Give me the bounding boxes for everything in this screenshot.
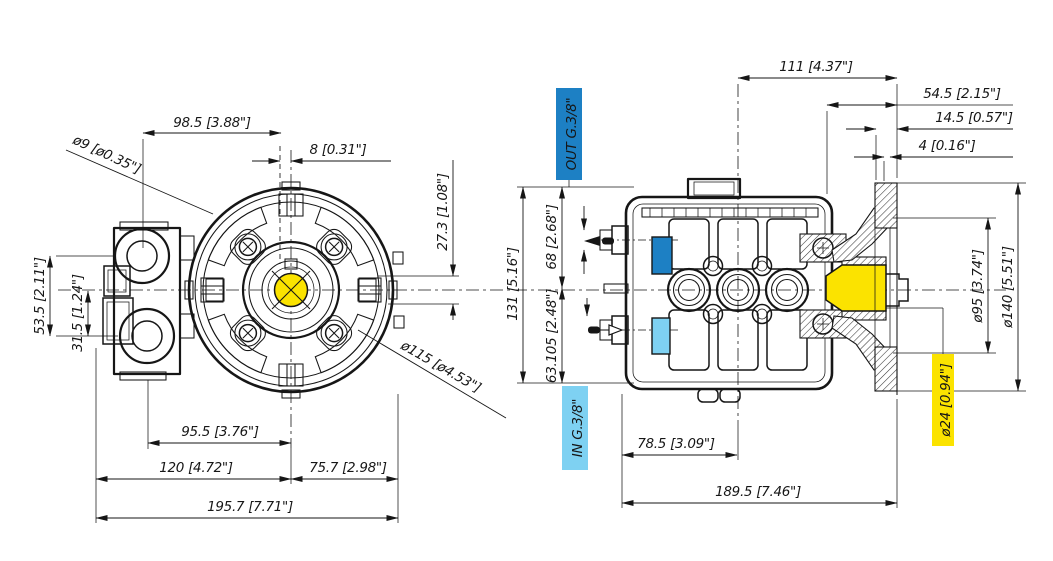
out-port-highlight-strip — [556, 88, 582, 180]
dim-front-shaft-height: 27.3 [1.08"] — [378, 160, 459, 320]
side-view — [581, 177, 909, 403]
side-flange — [831, 182, 898, 395]
dim-side-center-to-top: 68 [2.68"] — [544, 186, 565, 289]
dim-text-shaft-height: 27.3 [1.08"] — [435, 173, 451, 251]
label-shaft-dia: ø24 [0.94"] — [886, 307, 954, 446]
side-out-port-highlight — [651, 236, 673, 275]
front-view — [102, 181, 405, 399]
dim-side-total-height: 131 [5.16"] — [505, 186, 634, 384]
dim-text-pilot-dia: ø95 [3.74"] — [970, 249, 986, 323]
front-port-top — [113, 227, 171, 285]
dim-text-flange-depth: 14.5 [0.57"] — [935, 110, 1013, 126]
dim-side-flange-lip: 4 [0.16"] — [854, 138, 1013, 181]
front-screws — [229, 228, 353, 352]
dim-text-shaft-to-flange: 54.5 [2.15"] — [923, 86, 1001, 102]
dim-text-flange-dia: ø140 [5.51"] — [1000, 246, 1016, 329]
dim-front-port-spacing: 53.5 [2.11"] — [32, 255, 118, 337]
dim-text-top-width: 98.5 [3.88"] — [173, 115, 251, 131]
dim-text-total-length: 189.5 [7.46"] — [715, 484, 801, 500]
dim-side-flange-depth: 14.5 [0.57"] — [846, 110, 1013, 180]
dim-front-top-width: 98.5 [3.88"] — [142, 115, 282, 248]
out-flow-arrow — [584, 236, 614, 246]
front-shaft-hub — [241, 240, 341, 340]
dim-side-left-to-center: 78.5 [3.09"] — [621, 394, 738, 508]
out-port-label: OUT G.3/8" — [564, 98, 580, 171]
dim-text-port-spacing: 53.5 [2.11"] — [32, 257, 48, 335]
in-port-highlight-strip — [562, 386, 588, 470]
dim-text-flange-lip: 4 [0.16"] — [919, 138, 976, 154]
dim-text-key-offset: 8 [0.31"] — [310, 142, 367, 158]
dim-side-shaft-to-flange: 54.5 [2.15"] — [826, 86, 1013, 194]
dim-front-key-offset: 8 [0.31"] — [252, 142, 391, 164]
dim-front-total-width: 195.7 [7.71"] — [95, 499, 399, 521]
dim-text-center-to-top: 68 [2.68"] — [544, 204, 560, 269]
dim-side-center-to-bottom: 63.105 [2.48"] — [544, 287, 565, 384]
side-dimensions: 111 [4.37"] 54.5 [2.15"] 14.5 [0.57"] 4 … — [505, 59, 1026, 508]
side-shaft-yellow — [825, 264, 887, 312]
front-mounting-bracket — [102, 221, 195, 381]
dim-text-left-width: 120 [4.72"] — [159, 460, 233, 476]
dim-text-left-to-center: 78.5 [3.09"] — [637, 436, 715, 452]
dim-side-pilot-dia: ø95 [3.74"] — [893, 217, 996, 354]
dim-front-hole-dia: ø9 [ø0.35"] — [65, 132, 214, 215]
dim-text-shaft-dia: ø24 [0.94"] — [938, 363, 954, 437]
dim-text-hole-dia: ø9 [ø0.35"] — [69, 132, 143, 178]
label-out-port: OUT G.3/8" — [556, 88, 582, 187]
shaft-dia-highlight-strip — [932, 354, 954, 446]
dim-side-total-length: 189.5 [7.46"] — [621, 399, 898, 508]
side-valves — [666, 255, 810, 325]
dim-text-right-width: 75.7 [2.98"] — [309, 460, 387, 476]
dim-front-port-offset: 31.5 [1.24"] — [70, 274, 91, 352]
dim-front-right-width: 75.7 [2.98"] — [290, 394, 399, 523]
dim-text-total-width: 195.7 [7.71"] — [207, 499, 293, 515]
dim-side-top-length: 111 [4.37"] — [737, 59, 898, 178]
dim-text-total-height: 131 [5.16"] — [505, 247, 521, 321]
in-flow-arrow — [588, 324, 624, 336]
side-in-port-highlight — [651, 317, 671, 355]
label-in-port: IN G.3/8" — [562, 386, 588, 470]
dim-side-flange-dia: ø140 [5.51"] — [897, 182, 1026, 392]
side-ports — [581, 206, 673, 355]
dim-text-top-length: 111 [4.37"] — [779, 59, 853, 75]
side-shaft — [825, 256, 909, 321]
dim-front-bolt-circle: ø115 [ø4.53"] — [357, 329, 507, 419]
dim-text-bolt-circle: ø115 [ø4.53"] — [397, 337, 483, 396]
dim-text-port-offset: 31.5 [1.24"] — [70, 274, 86, 352]
in-port-label: IN G.3/8" — [570, 399, 586, 457]
dim-text-center-to-bottom: 63.105 [2.48"] — [544, 289, 560, 383]
front-port-bottom — [118, 307, 176, 365]
side-body — [624, 177, 834, 403]
dim-front-center-width: 95.5 [3.76"] — [147, 380, 292, 484]
dim-front-left-width: 120 [4.72"] — [95, 348, 292, 523]
dim-text-center-width: 95.5 [3.76"] — [181, 424, 259, 440]
front-flange-body — [184, 181, 405, 399]
